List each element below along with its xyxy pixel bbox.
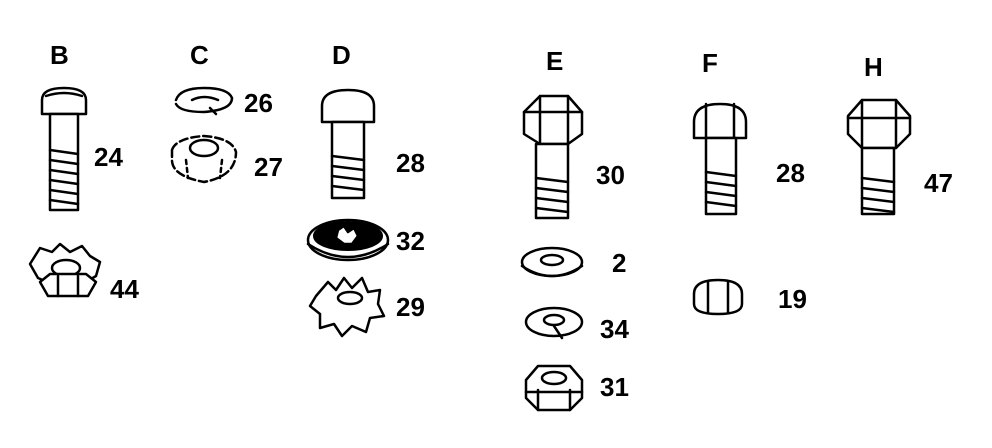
hex-bolt-d: [320, 88, 376, 200]
part-number-31: 31: [600, 372, 629, 402]
group-label-h: H: [864, 52, 883, 82]
split-lock-washer-26: [174, 86, 234, 116]
hex-nut-31: [524, 364, 584, 412]
acorn-nut-19: [692, 278, 744, 316]
hex-bolt-h: [846, 98, 912, 216]
group-label-d: D: [332, 40, 351, 70]
part-number-34: 34: [600, 314, 629, 344]
part-number-29: 29: [396, 292, 425, 322]
part-number-47: 47: [924, 168, 953, 198]
part-number-28-d: 28: [396, 148, 425, 178]
group-label-e: E: [546, 46, 564, 76]
part-number-27: 27: [254, 152, 283, 182]
star-lock-washer-29: [308, 276, 386, 338]
serrated-flange-nut-44: [28, 242, 102, 298]
part-number-26: 26: [244, 88, 273, 118]
group-label-f: F: [702, 48, 718, 78]
group-label-b: B: [50, 40, 69, 70]
part-number-32: 32: [396, 226, 425, 256]
part-number-28-f: 28: [776, 158, 805, 188]
round-head-bolt-b: [40, 86, 88, 212]
split-lock-washer-34: [524, 306, 584, 340]
hex-bolt-e: [522, 94, 584, 220]
part-number-24: 24: [94, 142, 123, 172]
hex-bolt-f: [692, 102, 748, 216]
group-label-c: C: [190, 40, 209, 70]
flat-washer-2: [520, 246, 584, 278]
nut-27: [170, 134, 238, 184]
tooth-washer-32: [306, 218, 390, 262]
part-number-19: 19: [778, 284, 807, 314]
part-number-2: 2: [612, 248, 627, 278]
part-number-30: 30: [596, 160, 625, 190]
part-number-44: 44: [110, 274, 139, 304]
